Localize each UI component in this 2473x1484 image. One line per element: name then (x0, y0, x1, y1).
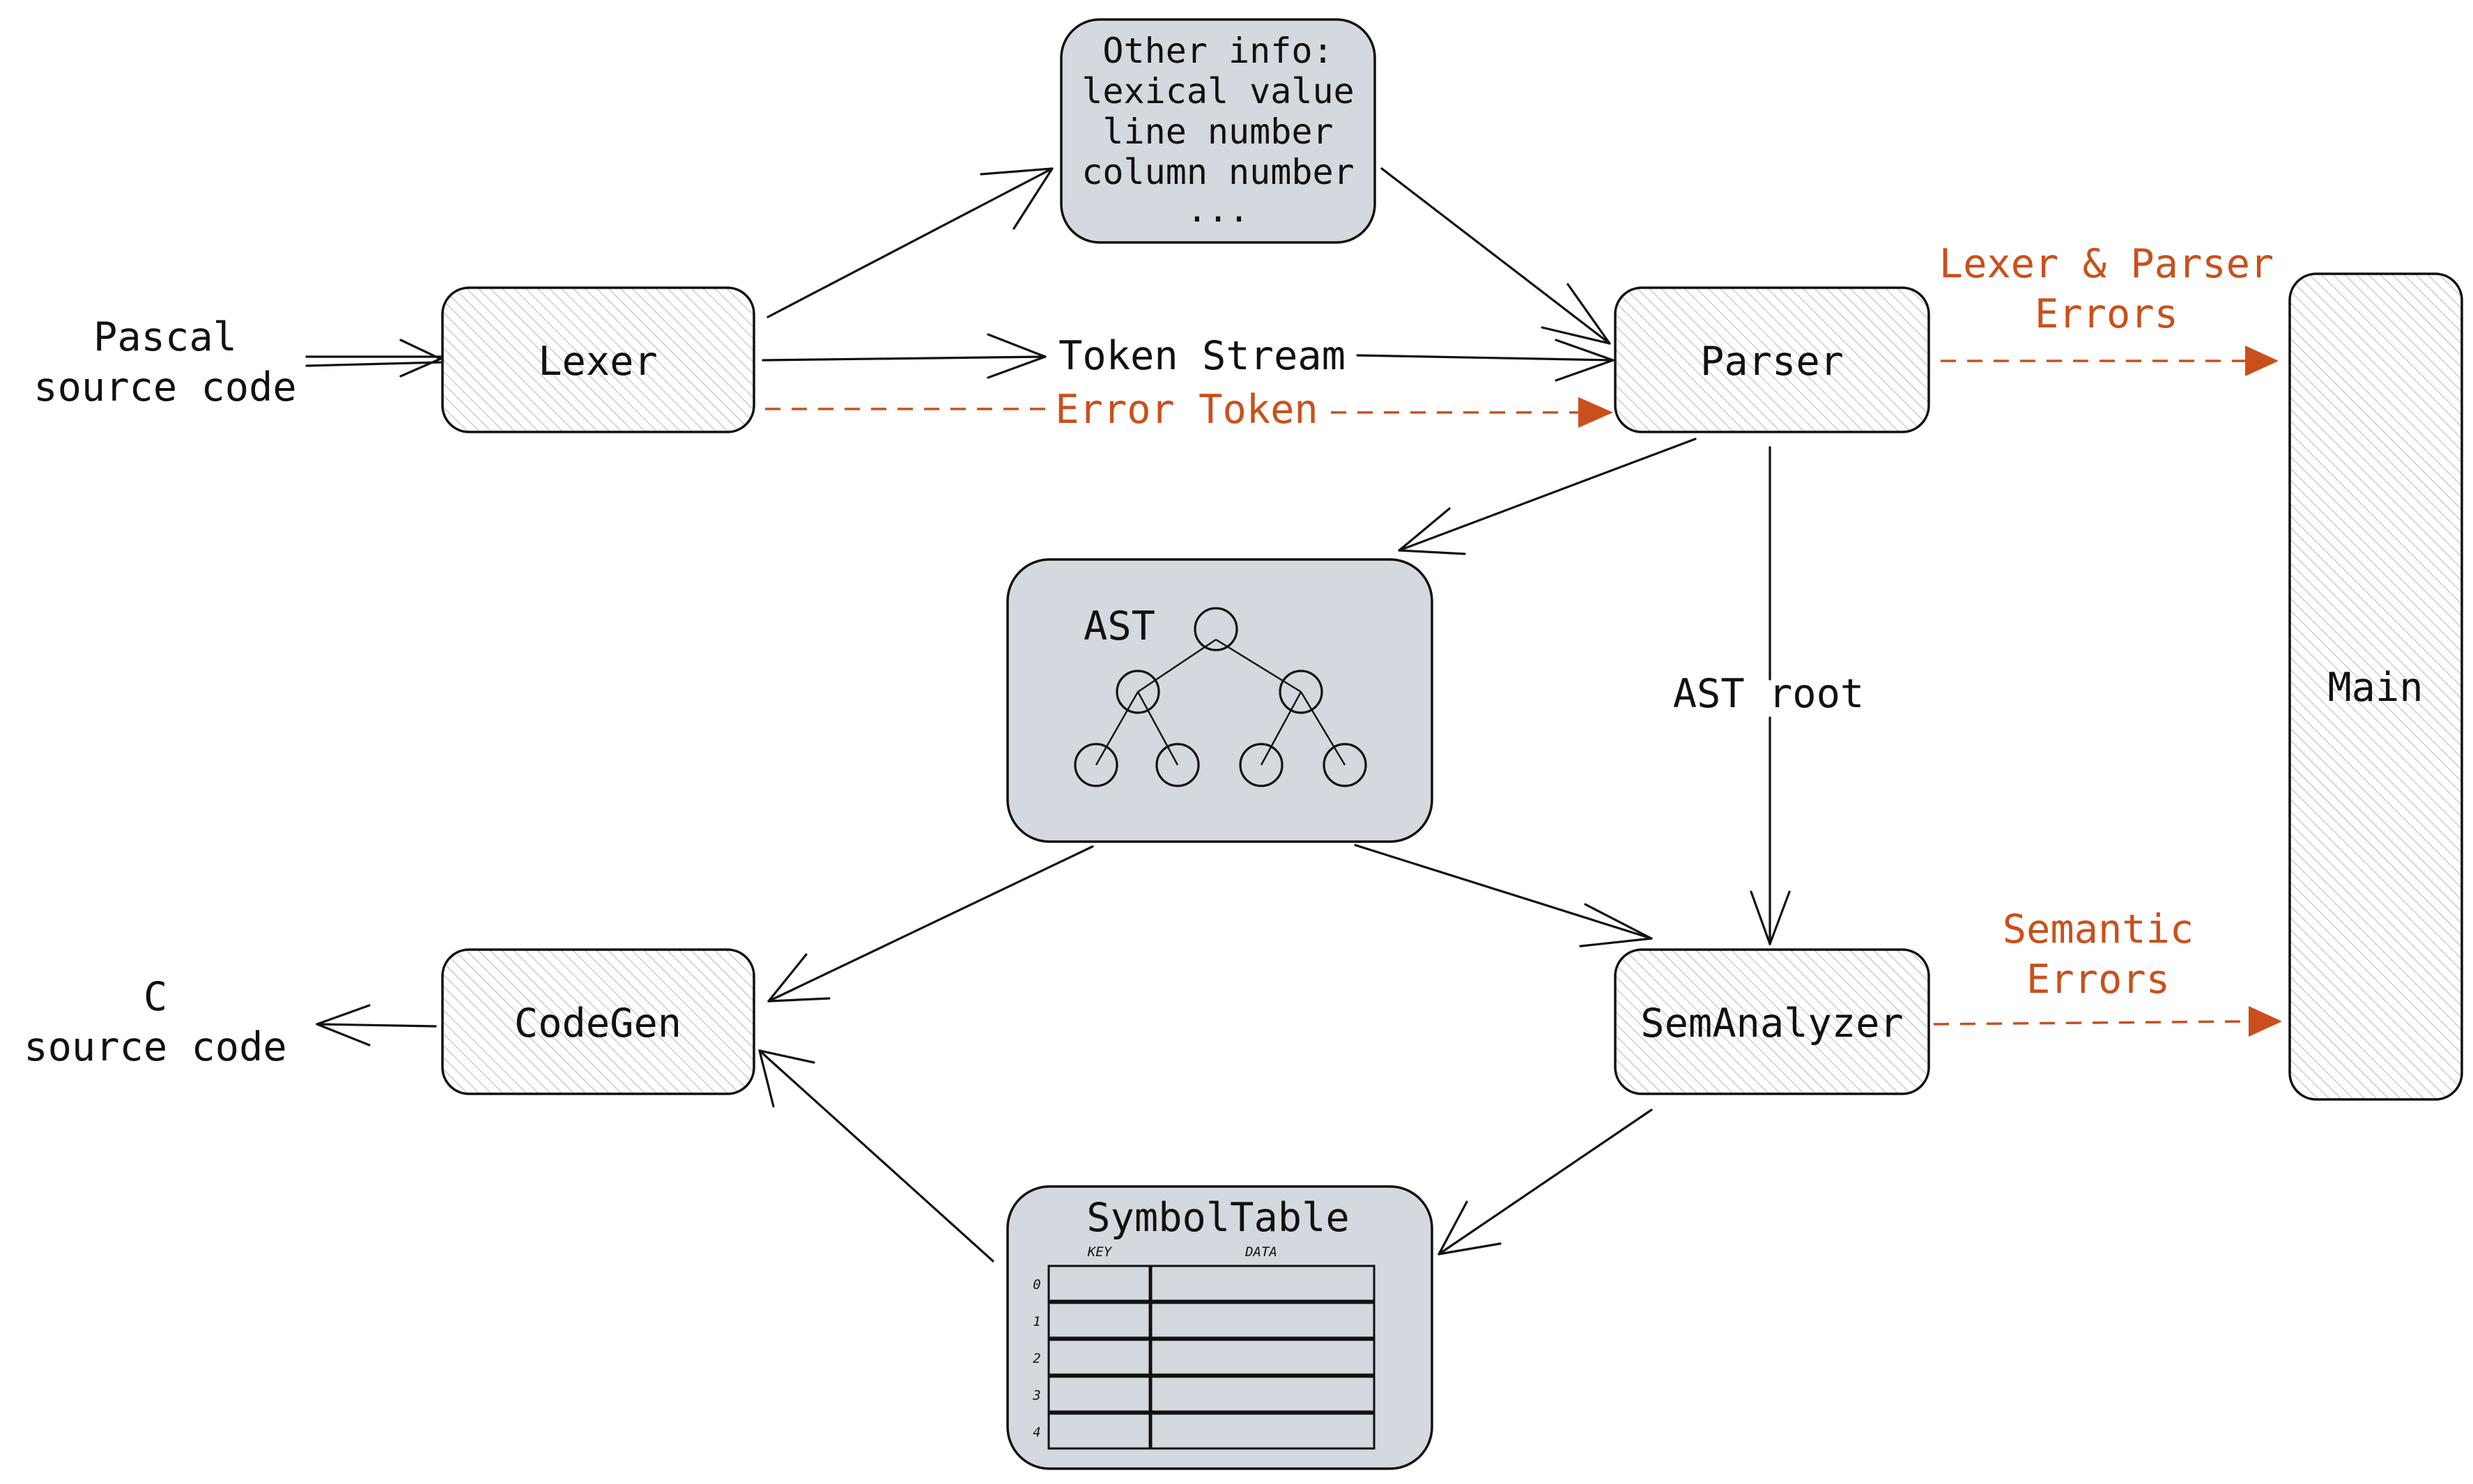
arrow-lexer-to-token-stream (762, 333, 1047, 379)
error-arrow-parser-to-main (1941, 346, 2279, 376)
arrow-ast-to-codegen (767, 845, 1094, 1003)
main-node: Main (2288, 272, 2463, 1101)
ast-label: AST (1084, 603, 1155, 649)
symboltable-data-header: DATA (1245, 1244, 1277, 1260)
symboltable-grid (1047, 1265, 1376, 1450)
symboltable-row-index-3: 3 (1032, 1388, 1040, 1403)
c-source-label-line-2: source code (24, 1024, 287, 1070)
arrow-lexer-to-other-info (766, 167, 1054, 318)
other-info-node: Other info: lexical value line number co… (1060, 18, 1376, 244)
symboltable-key-header: KEY (1087, 1244, 1113, 1260)
arrow-other-info-to-parser (1380, 167, 1611, 345)
pascal-source-label-line-1: Pascal (93, 314, 237, 360)
symboltable-label: SymbolTable (1086, 1195, 1350, 1241)
symboltable-row-index-1: 1 (1033, 1314, 1040, 1329)
symboltable-node: SymbolTable KEY DATA 0 1 2 3 4 (1006, 1185, 1433, 1470)
error-arrow-lexer-to-parser (765, 397, 1613, 428)
ast-root-label: AST root (1673, 671, 1865, 717)
arrow-semanalyzer-to-symboltable (1438, 1108, 1653, 1255)
lexer-parser-errors-label-line-2: Errors (2035, 291, 2178, 337)
symboltable-row-index-2: 2 (1033, 1351, 1040, 1366)
codegen-label: CodeGen (514, 1000, 681, 1046)
other-info-line-3: line number (1102, 111, 1333, 152)
pascal-source-label-line-2: source code (33, 364, 297, 410)
semantic-errors-label-line-2: Errors (2026, 957, 2170, 1003)
arrow-symboltable-to-codegen (758, 1049, 994, 1262)
other-info-line-2: lexical value (1081, 71, 1354, 111)
token-stream-label: Token Stream (1058, 333, 1346, 379)
arrow-parser-to-semanalyzer (1750, 446, 1791, 945)
symboltable-row-index-4: 4 (1033, 1425, 1040, 1440)
arrow-codegen-to-c-source (316, 1004, 437, 1046)
lexer-label: Lexer (538, 339, 658, 385)
c-source-label-line-1: C (144, 974, 167, 1020)
arrow-source-to-lexer (305, 339, 442, 378)
ast-tree-icon (1074, 607, 1367, 787)
arrow-token-stream-to-parser (1356, 339, 1615, 382)
arrow-ast-to-semanalyzer (1354, 844, 1653, 948)
semantic-errors-label-line-1: Semantic (2003, 906, 2194, 952)
semanalyzer-label: SemAnalyzer (1640, 1000, 1904, 1046)
arrow-parser-to-ast (1398, 438, 1697, 555)
lexer-parser-errors-label-line-1: Lexer & Parser (1939, 241, 2274, 287)
parser-label: Parser (1700, 339, 1844, 385)
parser-node: Parser (1614, 286, 1930, 433)
semanalyzer-node: SemAnalyzer (1614, 948, 1930, 1095)
error-arrow-semanalyzer-to-main (1933, 1006, 2282, 1037)
error-token-label: Error Token (1055, 387, 1318, 433)
ast-node: AST (1006, 558, 1433, 843)
codegen-node: CodeGen (441, 948, 755, 1095)
other-info-line-5: ... (1187, 190, 1249, 230)
other-info-line-4: column number (1081, 152, 1354, 192)
other-info-line-1: Other info: (1102, 31, 1333, 71)
symboltable-row-index-0: 0 (1033, 1277, 1040, 1292)
lexer-node: Lexer (441, 286, 755, 433)
main-label: Main (2327, 665, 2423, 711)
